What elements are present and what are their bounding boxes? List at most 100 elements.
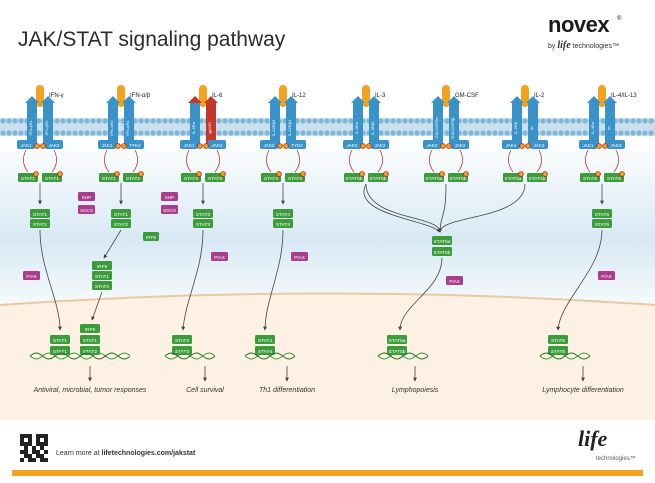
arrow [438, 183, 526, 233]
phosphate-icon [359, 171, 365, 177]
qr-icon [20, 434, 48, 462]
stat-2-label: STAT5b [370, 176, 387, 182]
stat-2: STAT5b [368, 173, 388, 182]
phosphate-icon [283, 143, 289, 149]
receptor-chain-1 [270, 103, 280, 147]
nuclear-stat4-top: STAT4 [255, 335, 275, 344]
jak-box [579, 140, 597, 149]
registered-mark: ® [617, 16, 622, 22]
jak-box [208, 140, 226, 149]
ligand-label-5: IL-3 [375, 93, 386, 99]
jak-box [607, 140, 625, 149]
qr-code[interactable] [20, 434, 48, 462]
socs-2-label: SOCS [163, 208, 176, 213]
receptor-label-1: GM-CSFRα [434, 117, 439, 139]
nuclear-stat4-bottom-label: STAT4 [258, 349, 273, 355]
phosphate-icon [115, 143, 121, 149]
nuclear-irf9-label: IRF9 [85, 327, 96, 333]
phosphate-icon [34, 143, 40, 149]
ligand-icon [598, 85, 606, 107]
jak-box [17, 140, 35, 149]
jak-box [288, 140, 306, 149]
page-title: JAK/STAT signaling pathway [18, 28, 286, 51]
phosphate-icon [277, 143, 283, 149]
pias-3-label: PIAS [294, 255, 304, 260]
learn-more-link[interactable]: Learn more at lifetechnologies.com/jakst… [56, 450, 195, 457]
phosphate-icon [518, 171, 524, 177]
nuclear-stat6-top-label: STAT6 [551, 338, 566, 344]
stat4-dimer-top: STAT4 [273, 209, 293, 218]
byline-by: by [548, 43, 556, 50]
stat-1-label: STAT1 [102, 176, 117, 182]
jak-label-2: JAK2 [49, 143, 60, 148]
jak-label-1: JAK1 [184, 143, 195, 148]
dna-5 [539, 352, 591, 360]
outcome-5: Lymphocyte differentiation [542, 387, 624, 394]
nuclear-stat3-top-label: STAT3 [175, 338, 190, 344]
phosphate-icon [196, 171, 202, 177]
nuclear-isgf3-top-label: STAT1 [83, 338, 98, 344]
stat-1-label: STAT1 [21, 176, 36, 182]
stat4-dimer-bottom: STAT4 [273, 219, 293, 228]
shp-2-label: SHP [165, 195, 174, 200]
irf9-label: IRF9 [146, 235, 156, 240]
jak-label-2: TYK2 [291, 143, 303, 148]
jak-label-1: JAK2 [347, 143, 358, 148]
stat1-stat2-bottom: STAT2 [111, 219, 131, 228]
ligand-icon [442, 85, 450, 107]
stat-1: STAT3 [181, 173, 201, 182]
phosphate-icon [596, 143, 602, 149]
phosphate-icon [57, 171, 63, 177]
stat4-dimer-bottom-label: STAT4 [276, 222, 291, 228]
nuclear-isgf3-bottom-label: STAT2 [83, 349, 98, 355]
novex-logo: novex [548, 12, 610, 37]
receptor-chain-1 [27, 103, 37, 147]
receptor-chain-2 [605, 103, 615, 147]
life-technologies-subtext: technologies™ [596, 456, 636, 462]
jak-box [502, 140, 520, 149]
jak-box [451, 140, 469, 149]
pias-2-label: PIAS [214, 255, 224, 260]
jak-label-1: JAK1 [583, 143, 594, 148]
receptor-label-2: γc [529, 126, 534, 130]
nuclear-stat6-top: STAT6 [548, 335, 568, 344]
stat6-dimer-bottom-label: STAT6 [595, 222, 610, 228]
arrow [181, 229, 204, 331]
receptor-chain-1 [108, 103, 118, 147]
stat1-stat2-top-label: STAT1 [114, 212, 129, 218]
footer-bar [12, 470, 643, 476]
stat-1: STAT4 [261, 173, 281, 182]
cell-membrane [0, 118, 655, 136]
dna-2 [164, 352, 216, 360]
arrow [91, 291, 103, 321]
nuclear-isgf3-bottom: STAT2 [80, 346, 100, 355]
phosphate-icon [440, 143, 446, 149]
stat1-stat2-bottom-label: STAT2 [114, 222, 129, 228]
arrow [365, 183, 442, 233]
ligand-icon [521, 85, 529, 107]
jak-label-1: JAK2 [264, 143, 275, 148]
receptor-chain-1 [512, 103, 522, 147]
receptor-chain-1 [589, 103, 599, 147]
pias-3: PIAS [291, 252, 308, 261]
stat6-dimer-bottom: STAT6 [592, 219, 612, 228]
nuclear-stat5-top-label: STAT5a [389, 338, 406, 344]
receptor-label-1: IL-2Rβ [513, 121, 518, 134]
receptor-chain-1 [190, 103, 200, 147]
ligand-icon [36, 85, 44, 107]
nuclear-stat1-bottom-label: STAT1 [53, 349, 68, 355]
stat-2: STAT6 [604, 173, 624, 182]
arrow [39, 229, 62, 331]
ligand-label-6: GM-CSF [455, 93, 479, 99]
receptor-chain-2 [124, 103, 134, 147]
stat-1-label: STAT3 [184, 176, 199, 182]
stat-1: STAT1 [18, 173, 38, 182]
receptor-label-1: IFN-γR1 [28, 120, 33, 136]
nuclear-stat5-top: STAT5a [387, 335, 407, 344]
phosphate-icon [525, 143, 531, 149]
stat-2-label: STAT5b [450, 176, 467, 182]
pias-1-label: PIAS [26, 274, 36, 279]
nuclear-isgf3-top: STAT1 [80, 335, 100, 344]
jak-label-2: JAK3 [611, 143, 622, 148]
